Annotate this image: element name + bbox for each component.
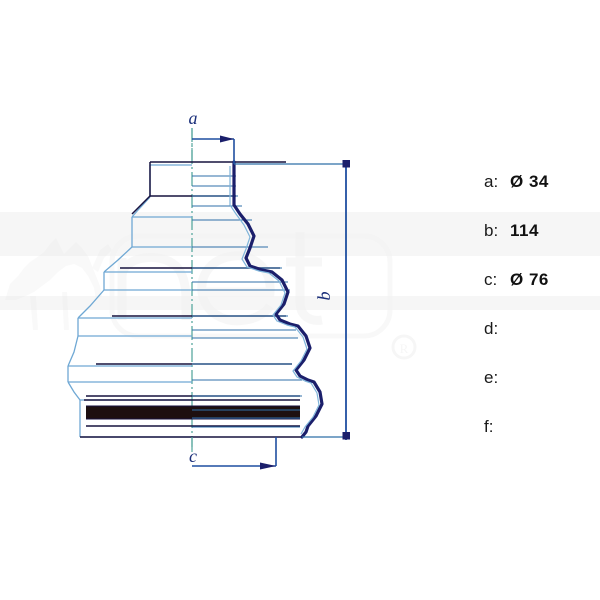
legend-row-e: e: <box>484 368 600 417</box>
legend-key-b: b: <box>484 221 499 240</box>
legend-value-a: Ø 34 <box>510 172 549 191</box>
label-b: b <box>314 292 334 301</box>
legend-row-d: d: <box>484 319 600 368</box>
dimension-a: a <box>189 108 235 164</box>
right-bellows-contour <box>232 160 324 439</box>
dimension-c: c <box>189 437 277 470</box>
legend-row-a: a: Ø 34 <box>484 172 600 221</box>
svg-text:R: R <box>400 341 409 356</box>
watermark-letter-t <box>286 232 323 325</box>
camel-neck <box>92 244 112 272</box>
legend-row-c: c: Ø 76 <box>484 270 600 319</box>
legend-key-e: e: <box>484 368 499 387</box>
label-c: c <box>189 446 197 466</box>
shoulder-1 <box>131 195 151 215</box>
camel-leg-1 <box>30 296 38 330</box>
dimension-b: b <box>234 160 350 440</box>
camel-logo <box>5 238 102 300</box>
legend-key-a: a: <box>484 172 499 191</box>
registered-mark: R <box>391 334 417 360</box>
right-section-rules <box>192 175 302 428</box>
watermark-frame <box>109 233 393 339</box>
legend-row-f: f: <box>484 417 600 466</box>
legend-value-b: 114 <box>510 221 539 240</box>
legend-row-b: b: 114 <box>484 221 600 270</box>
camel-leg-2 <box>62 292 69 330</box>
legend-key-d: d: <box>484 319 499 338</box>
right-bellows-highlight <box>229 166 320 435</box>
legend-key-f: f: <box>484 417 494 436</box>
legend-value-c: Ø 76 <box>510 270 549 289</box>
watermark-letter-e <box>197 251 275 326</box>
legend-key-c: c: <box>484 270 498 289</box>
flange-fill-band <box>86 406 300 419</box>
label-a: a <box>189 108 198 128</box>
specification-legend: a: Ø 34 b: 114 c: Ø 76 d: e: f: <box>484 172 600 466</box>
